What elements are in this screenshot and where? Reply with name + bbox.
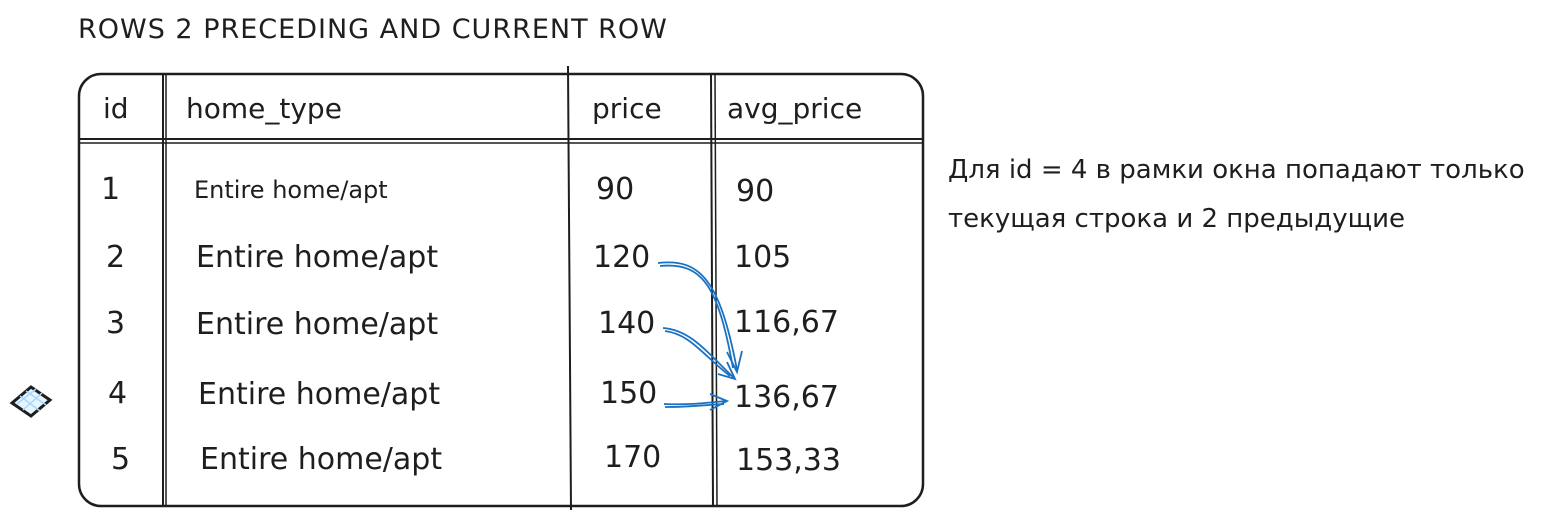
arrow-from-150 — [663, 393, 730, 411]
cell-id: 5 — [111, 442, 131, 477]
cell-id: 4 — [108, 376, 128, 411]
cell-price: 170 — [604, 440, 662, 475]
cell-avg-price: 136,67 — [734, 380, 839, 415]
window-frame-title: ROWS 2 PRECEDING AND CURRENT ROW — [78, 14, 668, 45]
cell-id: 1 — [101, 172, 121, 207]
cell-id: 2 — [106, 240, 126, 275]
header-price: price — [592, 92, 662, 125]
header-home-type: home_type — [186, 92, 342, 125]
cell-price: 150 — [600, 376, 658, 411]
cell-price: 120 — [593, 240, 651, 275]
cell-home-type: Entire home/apt — [196, 307, 439, 342]
annotation-note: Для id = 4 в рамки окна попадают только … — [948, 155, 1525, 234]
column-divider — [567, 65, 572, 511]
table-border — [77, 72, 925, 508]
selection-diamond-icon — [9, 385, 53, 418]
header-id: id — [103, 92, 129, 125]
arrow-from-140 — [662, 327, 737, 381]
cell-home-type: Entire home/apt — [196, 240, 439, 275]
cell-id: 3 — [106, 306, 126, 341]
cell-price: 90 — [596, 172, 635, 207]
header-avg-price: avg_price — [727, 92, 863, 125]
cell-avg-price: 153,33 — [736, 443, 841, 478]
cell-home-type: Entire home/apt — [198, 377, 441, 412]
cell-avg-price: 105 — [734, 240, 792, 275]
cell-avg-price: 116,67 — [734, 305, 839, 340]
arrow-from-120 — [657, 261, 743, 375]
cell-home-type: Entire home/apt — [194, 176, 388, 204]
cell-home-type: Entire home/apt — [200, 442, 443, 477]
cell-avg-price: 90 — [736, 174, 775, 209]
cell-price: 140 — [598, 306, 656, 341]
column-divider — [714, 73, 718, 507]
